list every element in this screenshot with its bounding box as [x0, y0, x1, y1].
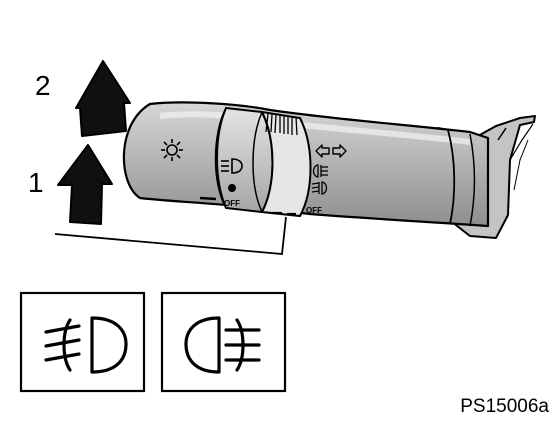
front-fog-light-icon [44, 316, 128, 374]
leader-line [54, 216, 287, 255]
off-label-left: OFF [224, 199, 240, 208]
headlight-icon [221, 158, 243, 174]
lever-rear-fog-icon [312, 164, 328, 178]
callout-2-label: 2 [35, 70, 51, 101]
lever-front-fog-icon [311, 181, 328, 195]
position-dot-icon [228, 184, 236, 192]
figure-code: PS15006a [460, 396, 549, 417]
turn-signal-icon [315, 144, 347, 158]
arrow-1-icon [57, 144, 113, 225]
parking-light-icon [161, 139, 183, 161]
rear-fog-symbol-box [160, 291, 287, 393]
fog-light-ring [252, 110, 312, 218]
front-fog-symbol-box [19, 291, 146, 393]
rear-fog-light-icon [184, 316, 261, 374]
off-mark-left [199, 196, 217, 201]
callout-1-label: 1 [28, 167, 44, 198]
off-label-right: OFF [306, 206, 322, 215]
arrow-2-icon [75, 60, 131, 137]
headlight-ring [214, 106, 274, 214]
